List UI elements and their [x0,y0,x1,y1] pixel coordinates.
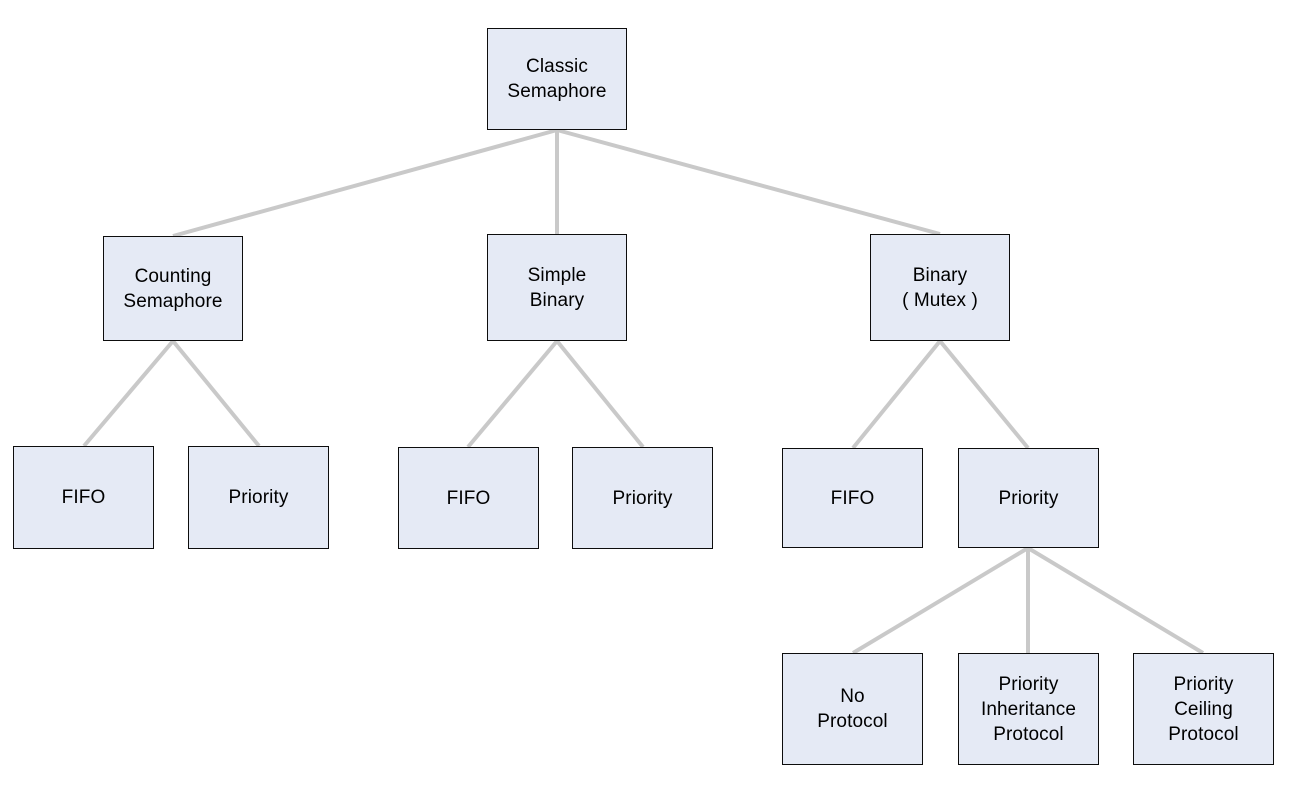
node-binary-mutex[interactable]: Binary ( Mutex ) [870,234,1010,341]
node-no-protocol[interactable]: No Protocol [782,653,923,765]
node-label-counting-fifo: FIFO [61,487,106,508]
node-counting-fifo[interactable]: FIFO [13,446,154,549]
edge-mutex-to-fifo [851,339,942,450]
node-label-simple-binary-priority: Priority [612,487,673,509]
node-classic-semaphore[interactable]: Classic Semaphore [487,28,627,130]
node-label-binary-mutex: Binary ( Mutex ) [902,264,978,311]
edge-mutex-to-priority [938,339,1030,450]
edge-priority-to-pcp [1026,546,1205,655]
node-label-mutex-priority: Priority [998,487,1059,509]
node-simple-binary-priority[interactable]: Priority [572,447,713,549]
node-label-no-protocol: No Protocol [817,686,888,732]
node-label-mutex-fifo: FIFO [830,487,875,509]
edge-classic-to-mutex [556,128,941,236]
node-priority-ceiling-protocol[interactable]: Priority Ceiling Protocol [1133,653,1274,765]
node-label-counting-semaphore: Counting Semaphore [123,265,223,312]
node-priority-inheritance-protocol[interactable]: Priority Inheritance Protocol [958,653,1099,765]
node-simple-binary[interactable]: Simple Binary [487,234,627,341]
node-label-simple-binary-fifo: FIFO [446,487,491,509]
node-label-classic-semaphore: Classic Semaphore [507,56,607,102]
node-label-priority-inheritance-protocol: Priority Inheritance Protocol [980,673,1077,745]
edge-classic-to-counting [172,128,558,238]
edge-priority-to-noproto [851,546,1030,655]
node-label-counting-priority: Priority [228,487,289,508]
edge-simple-to-priority [555,339,645,449]
node-simple-binary-fifo[interactable]: FIFO [398,447,539,549]
node-mutex-priority[interactable]: Priority [958,448,1099,548]
node-mutex-fifo[interactable]: FIFO [782,448,923,548]
edge-simple-to-fifo [466,339,559,449]
node-counting-semaphore[interactable]: Counting Semaphore [103,236,243,341]
node-label-priority-ceiling-protocol: Priority Ceiling Protocol [1168,673,1239,745]
edge-counting-to-fifo [82,339,175,448]
node-label-simple-binary: Simple Binary [527,264,587,311]
edge-counting-to-priority [171,339,261,448]
node-counting-priority[interactable]: Priority [188,446,329,549]
